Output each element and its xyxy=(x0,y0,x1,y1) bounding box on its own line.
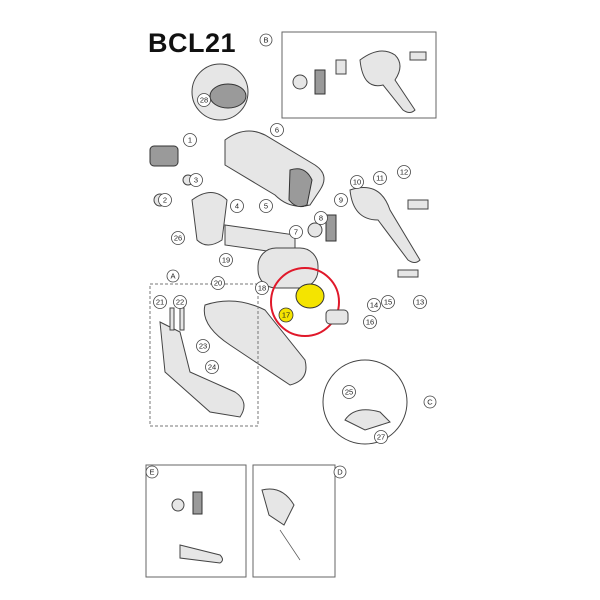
letter-b: B xyxy=(263,36,268,45)
diagram-title: BCL21 xyxy=(148,28,237,58)
part-bubble-25 xyxy=(342,385,356,399)
part-label-12: 12 xyxy=(400,168,408,177)
detail-box-b xyxy=(281,31,437,119)
part-bubble-26 xyxy=(171,231,185,245)
part-bubble-1 xyxy=(183,133,197,147)
part-label-23: 23 xyxy=(199,342,207,351)
part-bubble-2 xyxy=(158,193,172,207)
callout-17-label: 17 xyxy=(282,311,290,320)
main-body xyxy=(203,300,307,386)
part-label-16: 16 xyxy=(366,318,374,327)
part-bubble-24 xyxy=(205,360,219,374)
lever-d xyxy=(261,488,295,526)
part-label-21: 21 xyxy=(156,298,164,307)
part-bubble-22 xyxy=(173,295,187,309)
lever-part-b xyxy=(359,50,416,113)
part-label-14: 14 xyxy=(370,301,378,310)
detail-letters: B A C E D xyxy=(145,33,437,479)
washer-e xyxy=(171,498,185,512)
part-bubble-19 xyxy=(219,253,233,267)
part-label-20: 20 xyxy=(214,279,222,288)
part-label-27: 27 xyxy=(377,433,385,442)
part-label-24: 24 xyxy=(208,363,216,372)
part-label-9: 9 xyxy=(339,196,343,205)
part-bubble-16 xyxy=(363,315,377,329)
part-1-bushing xyxy=(149,145,179,167)
part-bubble-10 xyxy=(350,175,364,189)
part-bubble-18 xyxy=(255,281,269,295)
part-bubble-23 xyxy=(196,339,210,353)
part-7-washer xyxy=(307,222,323,238)
cable-d xyxy=(279,529,301,561)
part-bubble-12 xyxy=(397,165,411,179)
detail-circle-c xyxy=(322,359,408,445)
part-label-6: 6 xyxy=(275,126,279,135)
part-bubble-5 xyxy=(259,199,273,213)
part-label-10: 10 xyxy=(353,178,361,187)
part-label-4: 4 xyxy=(235,202,239,211)
part-label-11: 11 xyxy=(376,174,384,183)
part-label-26: 26 xyxy=(174,234,182,243)
part-25-clip xyxy=(344,409,391,431)
part-12-pin xyxy=(407,199,429,210)
part-bubble-15 xyxy=(381,295,395,309)
part-label-25: 25 xyxy=(345,388,353,397)
part-bubble-11 xyxy=(373,171,387,185)
part-label-3: 3 xyxy=(194,176,198,185)
highlight-ring xyxy=(270,267,340,337)
lever-e xyxy=(179,544,223,564)
letter-a: A xyxy=(170,272,175,281)
letter-d: D xyxy=(337,468,343,477)
part-bubble-13 xyxy=(413,295,427,309)
lever-blade xyxy=(349,187,421,263)
part-label-19: 19 xyxy=(222,256,230,265)
part-bubble-9 xyxy=(334,193,348,207)
part-21-rod xyxy=(169,307,175,331)
part-8-spring xyxy=(325,214,337,242)
part-22-rod xyxy=(179,307,185,331)
grip-end-cap xyxy=(209,83,247,109)
brake-lever-body xyxy=(288,168,313,208)
pin-b xyxy=(409,51,427,61)
letter-c: C xyxy=(427,398,433,407)
detail-box-d xyxy=(252,464,336,578)
part-label-22: 22 xyxy=(176,298,184,307)
part-bubble-20 xyxy=(211,276,225,290)
part-bubble-14 xyxy=(367,298,381,312)
washer-b xyxy=(292,74,308,90)
part-label-1: 1 xyxy=(188,136,192,145)
part-13-screw xyxy=(397,269,419,278)
part-label-7: 7 xyxy=(294,228,298,237)
part-26-clamp xyxy=(191,192,228,246)
part-label-18: 18 xyxy=(258,284,266,293)
bracket-part-a xyxy=(159,321,245,418)
body-tube xyxy=(257,247,319,289)
part-bubble-3 xyxy=(189,173,203,187)
part-bubble-28 xyxy=(197,93,211,107)
part-label-28: 28 xyxy=(200,96,208,105)
detail-box-e xyxy=(145,464,247,578)
part-bubble-27 xyxy=(374,430,388,444)
part-label-5: 5 xyxy=(264,202,268,211)
part-label-8: 8 xyxy=(319,214,323,223)
part-bubble-8 xyxy=(314,211,328,225)
bolt-b xyxy=(335,59,347,75)
part-label-15: 15 xyxy=(384,298,392,307)
part-label-2: 2 xyxy=(163,196,167,205)
part-16-cap xyxy=(325,309,349,325)
letter-e: E xyxy=(149,468,154,477)
part-label-13: 13 xyxy=(416,298,424,307)
part-bubble-6 xyxy=(270,123,284,137)
spring-e xyxy=(192,491,203,515)
spring-b xyxy=(314,69,326,95)
part-bubble-7 xyxy=(289,225,303,239)
part-bubble-4 xyxy=(230,199,244,213)
callout-17-bubble xyxy=(278,307,294,323)
part-bubble-21 xyxy=(153,295,167,309)
part-17-highlighted xyxy=(295,283,325,309)
